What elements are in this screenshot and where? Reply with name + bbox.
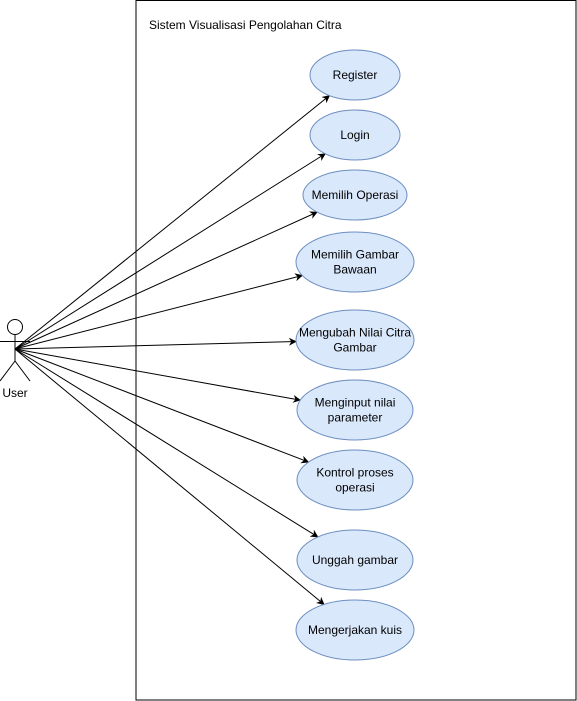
use-case-register[interactable]: Register xyxy=(309,49,401,101)
association-line-mengubah-nilai-citra-gambar xyxy=(14,337,297,350)
use-case-ellipse xyxy=(302,169,408,221)
use-case-label: Gambar xyxy=(333,341,376,355)
use-case-unggah-gambar[interactable]: Unggah gambar xyxy=(296,529,414,591)
actor-user[interactable]: User xyxy=(0,319,31,401)
use-case-mengerjakan-kuis[interactable]: Mengerjakan kuis xyxy=(295,599,415,661)
use-case-ellipse xyxy=(295,599,415,661)
use-case-login[interactable]: Login xyxy=(309,109,401,161)
use-case-ellipse xyxy=(296,529,414,591)
use-case-label: Bawaan xyxy=(333,263,376,277)
use-case-ellipse xyxy=(296,379,414,441)
use-case-ellipse xyxy=(309,49,401,101)
use-case-memilih-operasi[interactable]: Memilih Operasi xyxy=(302,169,408,221)
association-line-register xyxy=(14,95,331,350)
use-case-label: Memilih Gambar xyxy=(311,248,399,262)
use-case-label: Unggah gambar xyxy=(312,553,398,567)
use-case-ellipse xyxy=(295,231,415,293)
association-line-login xyxy=(14,153,326,350)
association-line-menginput-nilai-parameter xyxy=(14,348,301,403)
use-case-label: Kontrol proses xyxy=(316,466,393,480)
association-line-mengerjakan-kuis xyxy=(14,348,325,605)
association-line-unggah-gambar xyxy=(14,348,319,538)
actor-label: User xyxy=(2,386,27,400)
use-case-label: operasi xyxy=(335,481,374,495)
stick-figure-icon xyxy=(0,319,31,382)
association-line-kontrol-proses-operasi xyxy=(14,348,310,464)
use-case-label: Mengerjakan kuis xyxy=(308,623,402,637)
use-case-label: parameter xyxy=(328,411,383,425)
use-case-label: Mengubah Nilai Citra xyxy=(299,326,411,340)
association-line-memilih-gambar-bawaan xyxy=(14,273,304,350)
use-case-ellipse xyxy=(296,449,414,511)
use-case-label: Menginput nilai xyxy=(315,396,396,410)
system-title: Sistem Visualisasi Pengolahan Citra xyxy=(149,18,342,32)
association-line-memilih-operasi xyxy=(14,211,318,350)
use-case-label: Login xyxy=(340,128,369,142)
use-case-label: Register xyxy=(333,68,378,82)
use-case-ellipse xyxy=(309,109,401,161)
associations xyxy=(14,95,331,605)
use-case-ellipse xyxy=(295,309,415,371)
use-case-label: Memilih Operasi xyxy=(312,188,399,202)
